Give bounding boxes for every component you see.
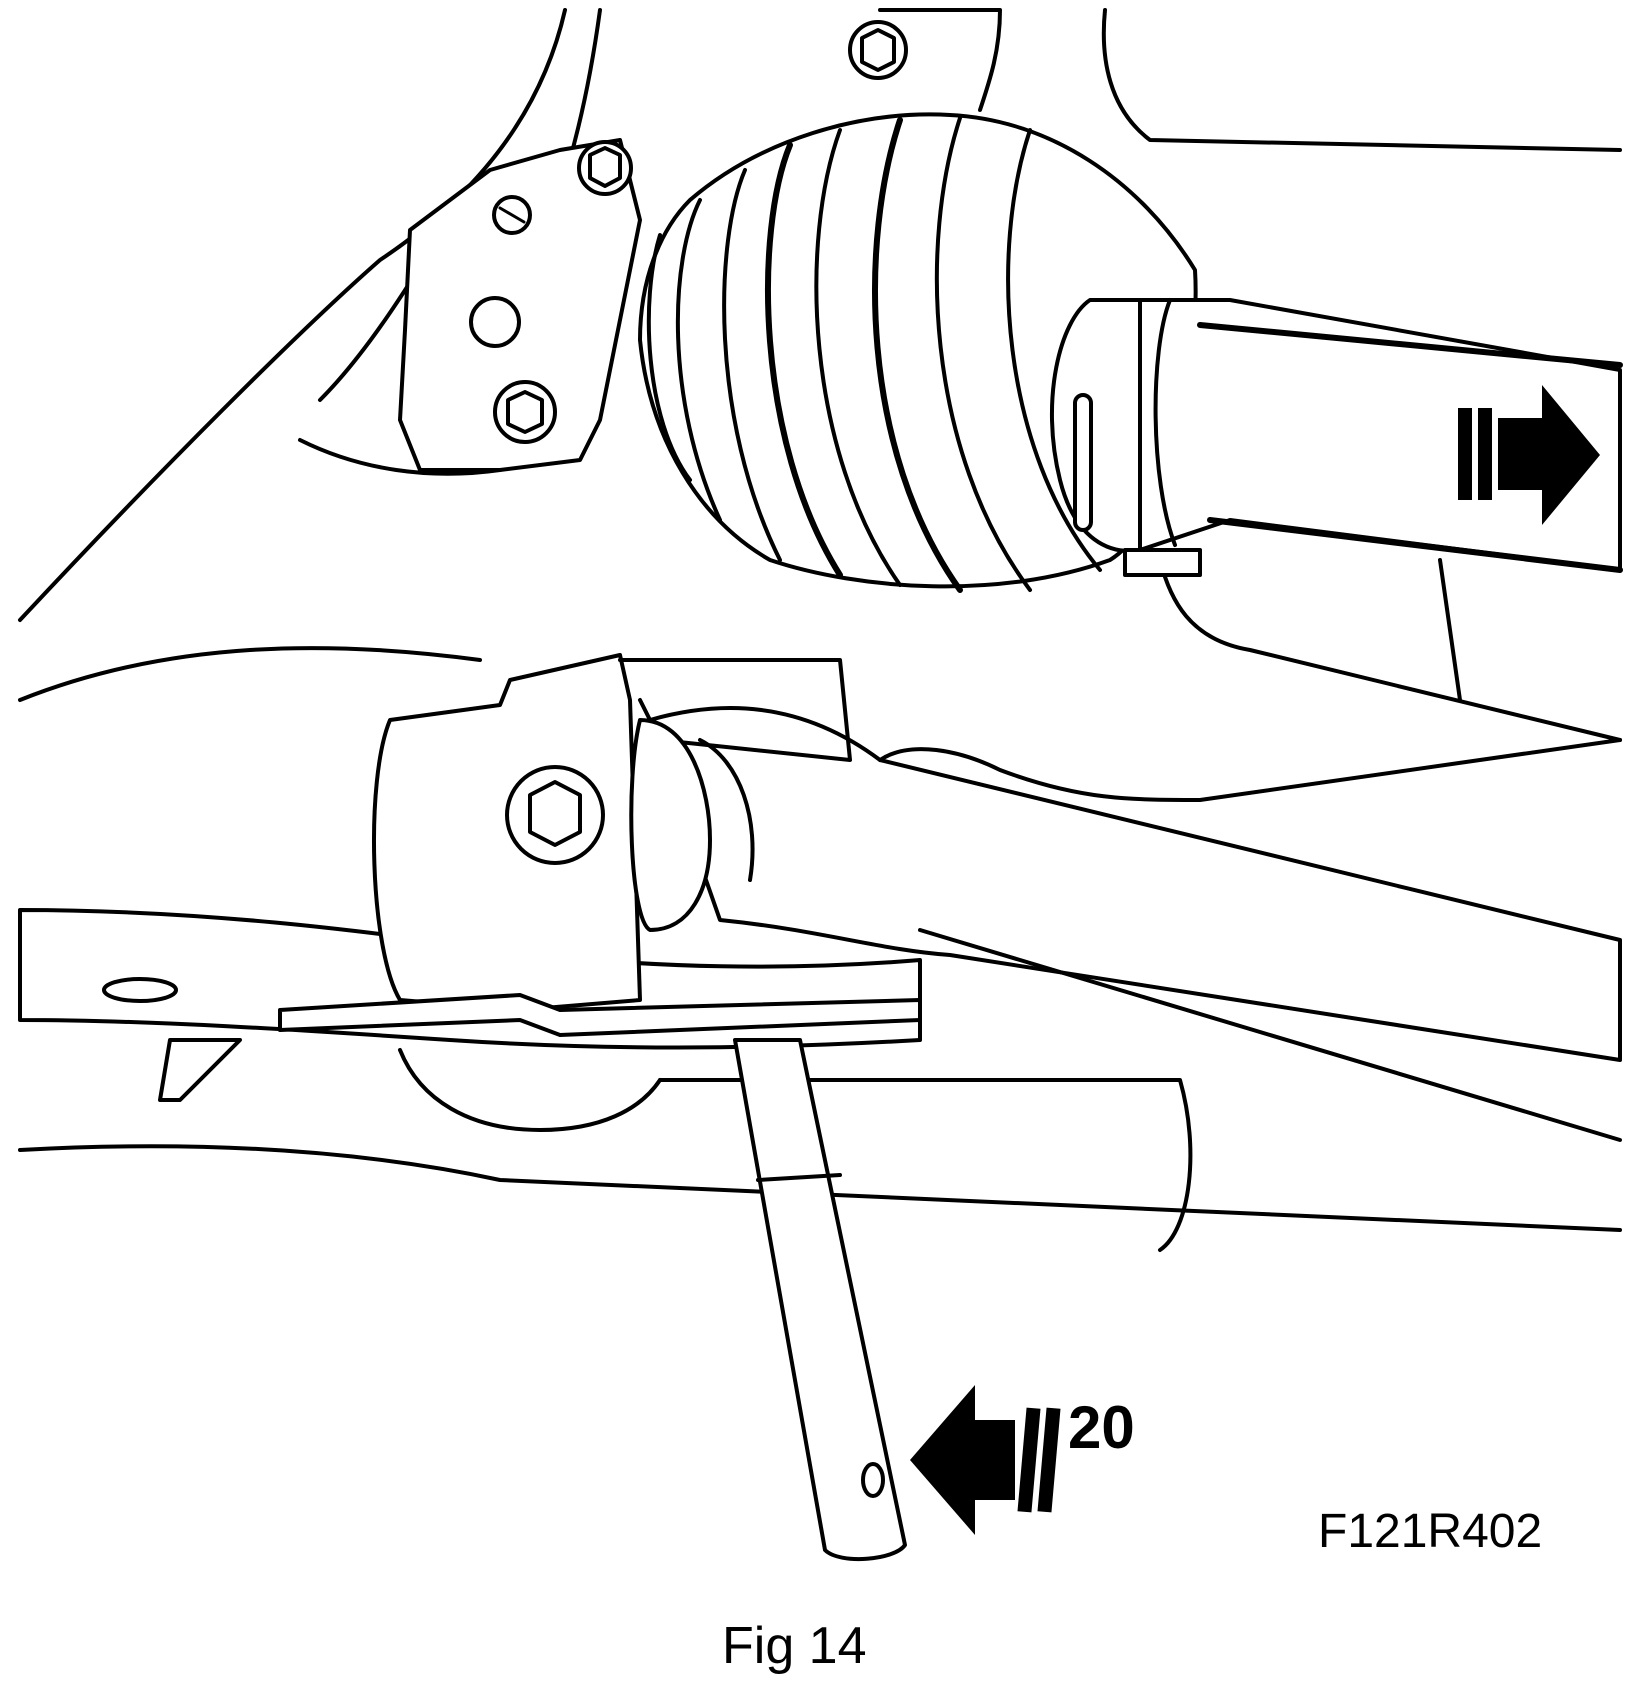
callout-number: 20 bbox=[1068, 1394, 1135, 1461]
drift-tool bbox=[733, 1038, 907, 1562]
figure-caption: Fig 14 bbox=[722, 1617, 867, 1675]
drawing-code: F121R402 bbox=[1318, 1505, 1543, 1558]
control-arm bbox=[648, 706, 1622, 1142]
bushing-clamp bbox=[278, 653, 922, 1037]
boot-clamp bbox=[1049, 298, 1142, 553]
bolt-head bbox=[493, 380, 557, 444]
left-arrow-icon bbox=[910, 1385, 1061, 1535]
hub-bracket bbox=[398, 138, 642, 472]
bolt-head bbox=[577, 140, 633, 196]
right-arrow-icon bbox=[1458, 385, 1600, 525]
drive-shaft bbox=[1123, 298, 1623, 577]
bolt-head bbox=[505, 765, 605, 865]
bolt-head bbox=[848, 20, 908, 80]
